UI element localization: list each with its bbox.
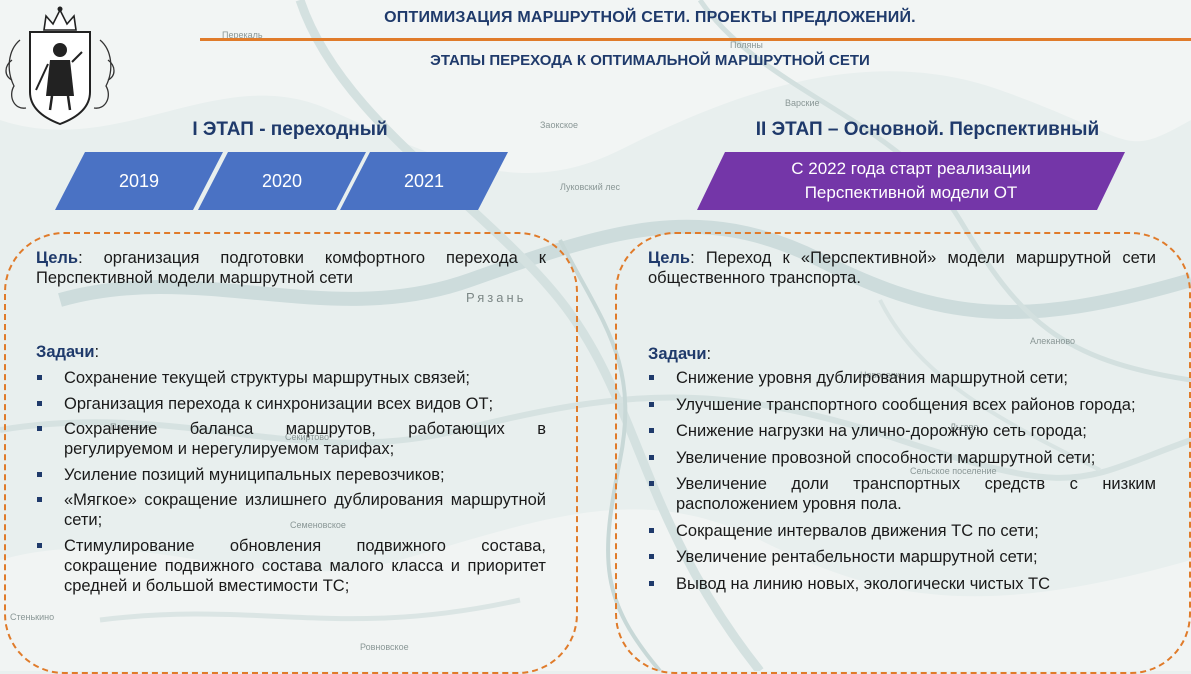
stage1-tasks-heading: Задачи:	[36, 342, 546, 362]
stage1-content: Цель: организация подготовки комфортного…	[36, 248, 546, 601]
coat-of-arms-logo	[5, 6, 115, 126]
map-place-label: Семеновское	[290, 520, 346, 530]
stage2-goal-text: : Переход к «Перспективной» модели маршр…	[648, 249, 1156, 287]
stage1-goal-label: Цель	[36, 249, 79, 267]
map-place-label: Заокское	[540, 120, 578, 130]
map-place-label: Поляны	[730, 40, 763, 50]
stage1-task-list: Сохранение текущей структуры маршрутных …	[36, 368, 546, 596]
map-place-label: Секиртово	[285, 432, 329, 442]
list-item: Стимулирование обновления подвижного сос…	[36, 536, 546, 596]
list-item: Улучшение транспортного сообщения всех р…	[648, 395, 1156, 415]
stage1-goal: Цель: организация подготовки комфортного…	[36, 248, 546, 288]
stage2-content: Цель: Переход к «Перспективной» модели м…	[648, 248, 1156, 600]
stage2-banner-line2: Перспективной модели ОТ	[804, 183, 1018, 202]
stage2-tasks-heading: Задачи:	[648, 344, 1156, 364]
title-divider	[200, 38, 1191, 41]
list-item: Усиление позиций муниципальных перевозчи…	[36, 465, 546, 485]
stage2-goal-label: Цель	[648, 249, 691, 267]
page-subtitle: ЭТАПЫ ПЕРЕХОДА К ОПТИМАЛЬНОЙ МАРШРУТНОЙ …	[430, 52, 870, 69]
map-place-label: Варские	[785, 98, 819, 108]
map-place-label: Алеканово	[1030, 336, 1075, 346]
map-place-label: Ровновское	[360, 642, 409, 652]
map-place-label: Сельское поселение	[910, 466, 997, 476]
stage1-goal-text: : организация подготовки комфортного пер…	[36, 249, 546, 287]
list-item: Сохранение текущей структуры маршрутных …	[36, 368, 546, 388]
stage2-tasks-colon: :	[706, 345, 712, 363]
map-place-label: Льгово	[950, 422, 978, 432]
stage2-banner: С 2022 года старт реализации Перспективн…	[697, 152, 1125, 210]
list-item: Организация перехода к синхронизации все…	[36, 394, 546, 414]
list-item: Увеличение рентабельности маршрутной сет…	[648, 547, 1156, 567]
map-place-label: Перекаль	[222, 30, 263, 40]
list-item: Вывод на линию новых, экологически чисты…	[648, 574, 1156, 594]
list-item: Увеличение доли транспортных средств с н…	[648, 474, 1156, 514]
map-place-label: Новоселки	[860, 370, 905, 380]
map-city-label: Рязань	[466, 290, 526, 305]
list-item: Увеличение провозной способности маршрут…	[648, 448, 1156, 468]
map-place-label: Луковский лес	[560, 182, 620, 192]
map-place-label: Подвязье	[110, 422, 150, 432]
list-item: «Мягкое» сокращение излишнего дублирован…	[36, 490, 546, 530]
stage2-task-list: Снижение уровня дублирования маршрутной …	[648, 368, 1156, 594]
stage1-tasks-colon: :	[94, 343, 100, 361]
stage1-title: I ЭТАП - переходный	[192, 119, 388, 140]
list-item: Снижение нагрузки на улично-дорожную сет…	[648, 421, 1156, 441]
year-2020-chevron: 2020	[198, 152, 366, 210]
stage2-title: II ЭТАП – Основной. Перспективный	[755, 119, 1100, 140]
year-2021-chevron: 2021	[340, 152, 508, 210]
list-item: Сохранение баланса маршрутов, работающих…	[36, 419, 546, 459]
stage2-banner-line1: С 2022 года старт реализации	[791, 159, 1031, 178]
list-item: Снижение уровня дублирования маршрутной …	[648, 368, 1156, 388]
list-item: Сокращение интервалов движения ТС по сет…	[648, 521, 1156, 541]
stage1-tasks-label: Задачи	[36, 343, 95, 361]
stage2-goal: Цель: Переход к «Перспективной» модели м…	[648, 248, 1156, 288]
page-title: ОПТИМИЗАЦИЯ МАРШРУТНОЙ СЕТИ. ПРОЕКТЫ ПРЕ…	[384, 9, 916, 26]
stage2-tasks-label: Задачи	[648, 345, 707, 363]
year-2019-chevron: 2019	[55, 152, 223, 210]
